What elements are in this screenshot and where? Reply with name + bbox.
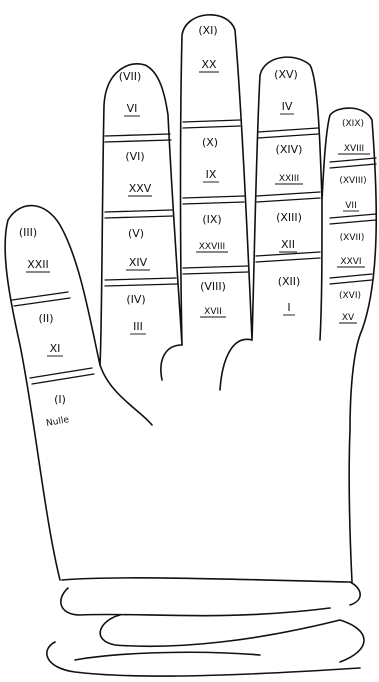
- sleeve-fold-3: [47, 642, 360, 676]
- index-divider-2: [105, 210, 172, 212]
- little-seg4-top: (XVI): [339, 291, 361, 301]
- thumb-divider-2: [30, 368, 92, 378]
- middle-ring-gap: [220, 339, 252, 390]
- ring-seg4-bottom: I: [287, 301, 290, 314]
- middle-divider-3b: [183, 272, 248, 274]
- middle-divider-2b: [183, 202, 244, 204]
- ring-divider-3b: [256, 258, 320, 262]
- middle-divider-3: [183, 266, 248, 268]
- ring-seg3-top: (XIII): [276, 211, 302, 224]
- middle-divider-2: [183, 196, 244, 198]
- ring-seg1-top: (XV): [274, 68, 298, 81]
- ring-divider-1b: [258, 134, 318, 138]
- index-seg2-bottom: XXV: [129, 182, 152, 195]
- middle-seg3-bottom: XXVIII: [199, 242, 225, 252]
- ring-seg3-bottom: XII: [281, 238, 295, 251]
- thumb-seg3-bottom: Nulle: [45, 415, 70, 429]
- thumb-seg1-bottom: XXII: [27, 258, 49, 271]
- index-middle-gap: [161, 345, 182, 380]
- thumb-seg3-top: (I): [54, 393, 66, 406]
- little-divider-3: [330, 274, 372, 278]
- little-seg1-bottom: XVIII: [344, 144, 364, 154]
- ring-divider-1: [258, 128, 318, 132]
- little-divider-2: [330, 214, 376, 218]
- little-seg1-top: (XIX): [342, 119, 364, 129]
- little-seg4-bottom: XV: [342, 313, 355, 323]
- little-divider-1b: [330, 164, 376, 168]
- sleeve-fold-1: [61, 588, 330, 616]
- index-divider-1: [105, 134, 170, 136]
- ring-seg1-bottom: IV: [282, 100, 293, 113]
- index-seg3-bottom: XIV: [129, 256, 148, 269]
- index-divider-3b: [105, 284, 177, 286]
- little-seg3-top: (XVII): [340, 233, 365, 243]
- index-divider-1b: [105, 140, 171, 142]
- middle-divider-1: [183, 120, 240, 122]
- index-seg2-top: (VI): [125, 150, 144, 163]
- middle-seg1-top: (XI): [198, 24, 217, 37]
- middle-seg1-bottom: XX: [201, 58, 217, 71]
- index-divider-2b: [105, 216, 173, 218]
- little-divider-1: [330, 158, 376, 162]
- thumb-divider-1: [12, 292, 68, 300]
- ring-seg2-top: (XIV): [276, 143, 303, 156]
- little-seg2-bottom: VII: [345, 201, 356, 211]
- ring-little-gap: [320, 200, 322, 340]
- thumb-divider-2b: [32, 374, 94, 384]
- index-seg4-bottom: III: [133, 320, 143, 333]
- little-divider-3b: [330, 280, 372, 284]
- ring-seg4-top: (XII): [278, 275, 301, 288]
- ring-divider-2: [257, 192, 320, 196]
- middle-seg2-top: (X): [202, 136, 218, 149]
- ring-divider-2b: [257, 198, 320, 202]
- ring-divider-3: [256, 252, 320, 256]
- sleeve-fold-2: [100, 615, 364, 662]
- middle-seg3-top: (IX): [202, 213, 221, 226]
- middle-divider-1b: [183, 126, 240, 128]
- sleeve-top: [62, 578, 360, 605]
- index-divider-3: [105, 278, 176, 280]
- thumb-seg2-top: (II): [38, 312, 53, 325]
- little-divider-2b: [330, 220, 376, 224]
- index-seg1-bottom: VI: [127, 102, 138, 115]
- thumb-seg2-bottom: XI: [50, 342, 61, 355]
- middle-seg4-bottom: XVII: [204, 307, 222, 317]
- little-seg3-bottom: XXVI: [340, 257, 361, 267]
- ring-seg2-bottom: XXIII: [279, 174, 299, 184]
- index-seg1-top: (VII): [119, 70, 142, 83]
- index-seg4-top: (IV): [126, 293, 145, 306]
- thumb-seg1-top: (III): [19, 226, 37, 239]
- index-seg3-top: (V): [128, 227, 144, 240]
- sleeve-fold-4: [75, 652, 260, 660]
- thumb-divider-1b: [14, 298, 70, 306]
- little-seg2-top: (XVIII): [339, 176, 366, 186]
- thumb-index-crease: [100, 365, 152, 425]
- middle-seg2-bottom: IX: [206, 168, 217, 181]
- middle-seg4-top: (VIII): [200, 280, 226, 293]
